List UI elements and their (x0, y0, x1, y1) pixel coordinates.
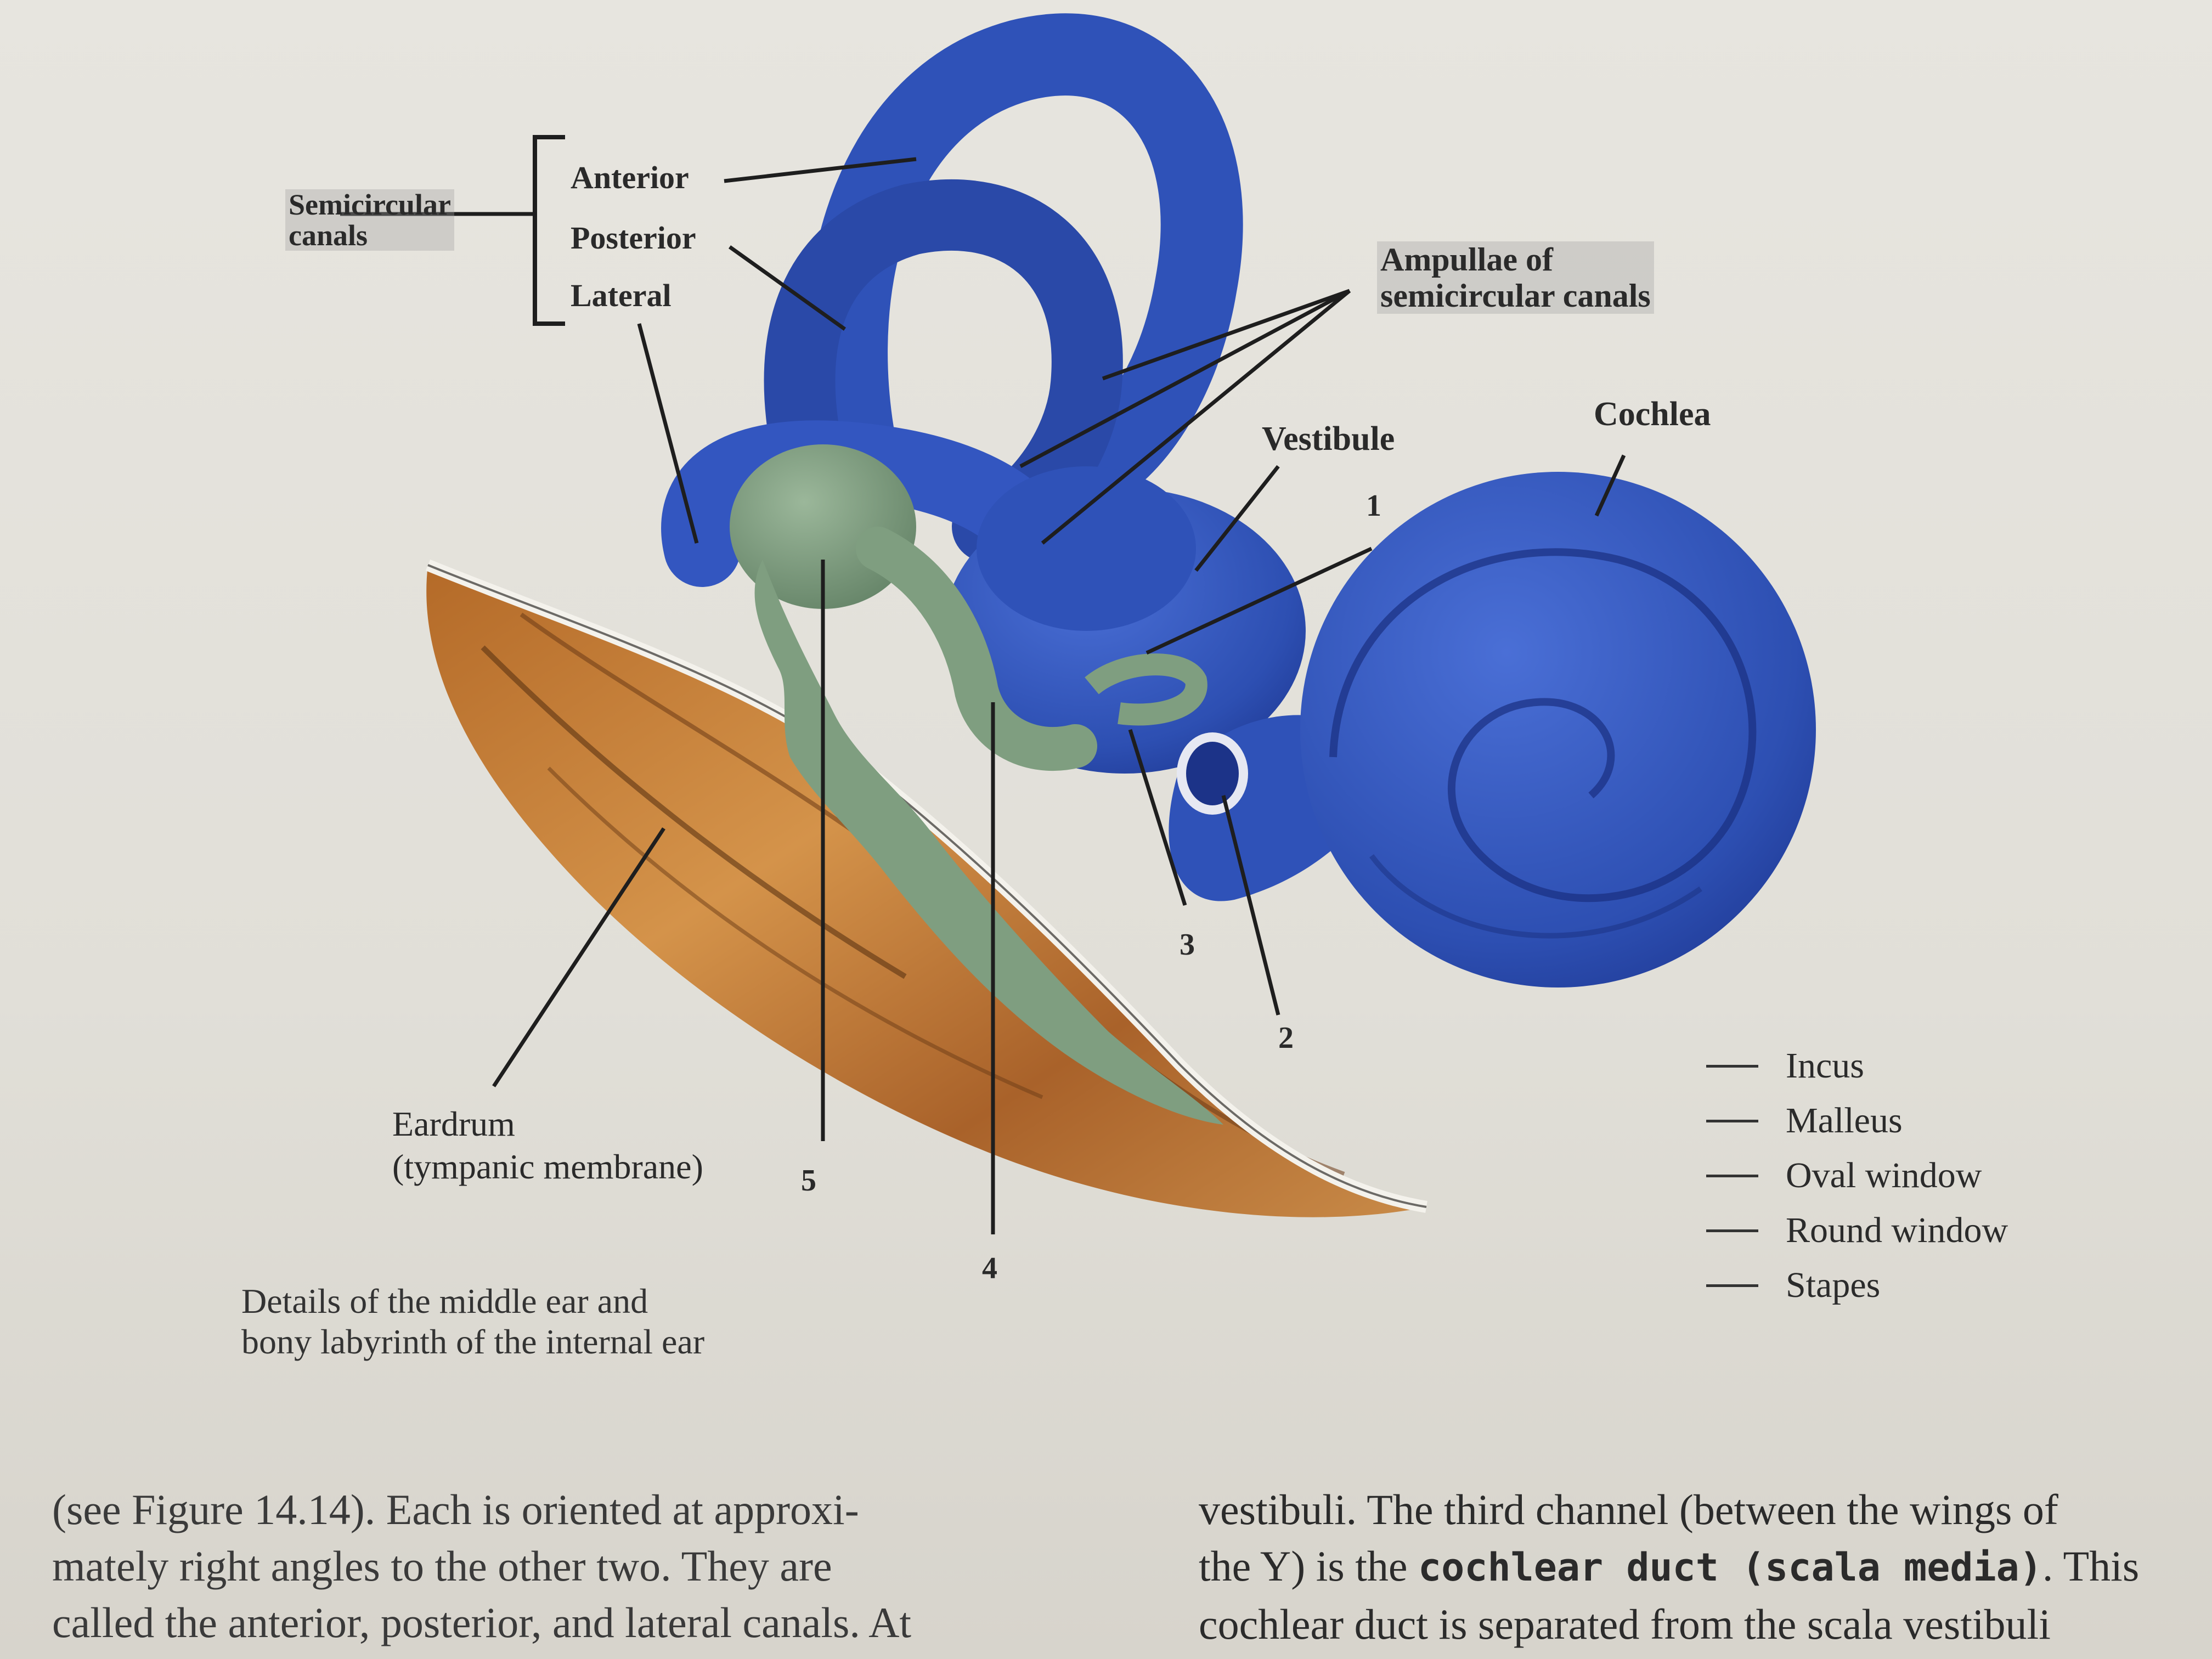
body-line: vestibuli. The third channel (between th… (1199, 1486, 2058, 1533)
body-line: the Y) is the cochlear duct (scala media… (1199, 1542, 2140, 1590)
leader-lines (340, 157, 1626, 1234)
legend-line (1706, 1284, 1758, 1287)
legend-item-stapes: Stapes (1706, 1265, 1880, 1306)
lateral-label: Lateral (571, 278, 672, 313)
number-4-label: 4 (982, 1251, 997, 1285)
number-1-label: 1 (1366, 489, 1381, 523)
legend-item-malleus: Malleus (1706, 1100, 1903, 1142)
vestibule-label: Vestibule (1262, 420, 1395, 458)
number-3-label: 3 (1180, 928, 1195, 962)
number-2-label: 2 (1278, 1021, 1294, 1055)
legend-label: Round window (1786, 1210, 2008, 1250)
eardrum-label: Eardrum (tympanic membrane) (392, 1104, 703, 1186)
ossicles-shape (730, 444, 1223, 1125)
cochlea-label: Cochlea (1594, 396, 1711, 433)
body-text-left-column: (see Figure 14.14). Each is oriented at … (52, 1481, 1094, 1651)
anterior-label: Anterior (571, 160, 689, 195)
legend-line (1706, 1229, 1758, 1232)
semicircular-canals-label: Semicircular canals (285, 189, 454, 251)
number-5-label: 5 (801, 1164, 816, 1198)
legend-line (1706, 1064, 1758, 1068)
legend-item-incus: Incus (1706, 1045, 1864, 1087)
canals-bracket (533, 135, 565, 326)
legend-line (1706, 1174, 1758, 1177)
body-line: called the anterior, posterior, and late… (52, 1599, 912, 1646)
legend-item-oval-window: Oval window (1706, 1155, 1982, 1197)
legend-item-round-window: Round window (1706, 1210, 2008, 1251)
body-line: mately right angles to the other two. Th… (52, 1542, 832, 1590)
legend-label: Incus (1786, 1046, 1864, 1086)
legend-label: Malleus (1786, 1101, 1903, 1141)
legend-line (1706, 1119, 1758, 1122)
body-line: (see Figure 14.14). Each is oriented at … (52, 1486, 859, 1533)
body-text-right-column: vestibuli. The third channel (between th… (1199, 1481, 2208, 1652)
legend-label: Stapes (1786, 1265, 1881, 1305)
bold-term: cochlear duct (scala media) (1418, 1545, 2042, 1590)
legend-label: Oval window (1786, 1155, 1982, 1195)
ampullae-label: Ampullae of semicircular canals (1377, 241, 1654, 314)
posterior-label: Posterior (571, 220, 696, 256)
figure-caption: Details of the middle ear and bony labyr… (241, 1282, 705, 1361)
body-line: cochlear duct is separated from the scal… (1199, 1600, 2051, 1648)
